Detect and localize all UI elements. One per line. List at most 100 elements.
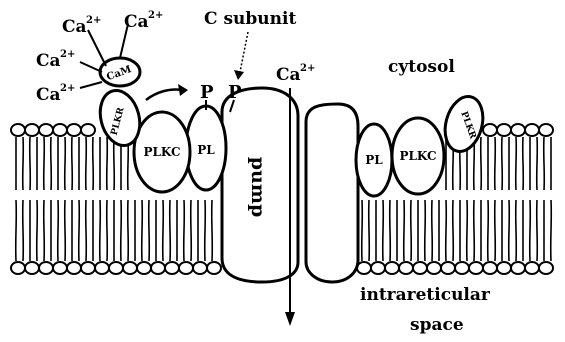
lipid-tail [100, 200, 101, 261]
lipid-tail [65, 137, 66, 190]
cytosol-label: cytosol [388, 57, 455, 77]
calcium-ion-2: Ca 2+ [124, 10, 163, 32]
phosphorylation-arrow [146, 84, 188, 100]
lipid-head [39, 124, 53, 136]
right-complex: PL PLKC PLKR [356, 92, 489, 196]
lipid-tail [502, 137, 503, 190]
lipid-tail [149, 200, 150, 261]
svg-text:Ca: Ca [124, 12, 149, 32]
lipid-tail [537, 137, 538, 190]
pl-left-label: PL [197, 143, 215, 157]
lipid-head [179, 262, 193, 274]
lipid-head [399, 262, 413, 274]
lipid-tail [488, 200, 489, 261]
plkc-right-label: PLKC [399, 149, 436, 163]
lipid-tail [23, 200, 24, 261]
lipid-tail [44, 137, 45, 190]
phosphate-label-1: P [200, 82, 214, 103]
lipid-head [441, 262, 455, 274]
lipid-head [207, 262, 221, 274]
lipid-head [123, 262, 137, 274]
lipid-tail [16, 200, 17, 261]
lipid-tail [44, 200, 45, 261]
lipid-tail [544, 137, 545, 190]
lipid-tail [516, 200, 517, 261]
pump-right [306, 104, 358, 282]
lipid-head [483, 262, 497, 274]
lipid-tail [121, 200, 122, 261]
phosphate-label-2: P [228, 82, 242, 103]
svg-text:Ca: Ca [36, 85, 61, 105]
plkc-left-label: PLKC [143, 145, 180, 159]
lipid-head [67, 124, 81, 136]
lipid-tail [191, 200, 192, 261]
lipid-head [469, 262, 483, 274]
lipid-tail [446, 200, 447, 261]
lipid-tail [495, 200, 496, 261]
lipid-tail [537, 200, 538, 261]
calcium-ion-3: Ca 2+ [36, 49, 75, 71]
lipid-head [11, 262, 25, 274]
lipid-tail [551, 200, 552, 261]
lipid-tail [114, 137, 115, 190]
lipid-tail [184, 200, 185, 261]
lipid-heads-top-right [483, 124, 553, 136]
lipid-tail [425, 200, 426, 261]
lipid-head [151, 262, 165, 274]
c-subunit-label: C subunit [204, 9, 296, 29]
lipid-head [371, 262, 385, 274]
lipid-head [385, 262, 399, 274]
lipid-head [95, 262, 109, 274]
calcium-ion-4: Ca 2+ [36, 83, 75, 105]
lipid-tail [170, 200, 171, 261]
lipid-head [165, 262, 179, 274]
calcium-ion-1: Ca 2+ [62, 15, 101, 37]
svg-text:Ca: Ca [276, 65, 301, 85]
lipid-head [109, 262, 123, 274]
lipid-tail [369, 200, 370, 261]
lipid-head [525, 124, 539, 136]
lipid-tail [128, 200, 129, 261]
lipid-tail [30, 137, 31, 190]
intrareticular-label-line1: intrareticular [360, 285, 491, 305]
lipid-tail [79, 200, 80, 261]
lipid-tail [72, 137, 73, 190]
lipid-tail [58, 200, 59, 261]
lipid-tail [404, 200, 405, 261]
lipid-head [497, 124, 511, 136]
lipid-tail [205, 200, 206, 261]
lipid-head [455, 262, 469, 274]
lipid-head [53, 124, 67, 136]
lipid-head [413, 262, 427, 274]
lipid-tail [516, 137, 517, 190]
pump-left: pump [222, 88, 298, 282]
calcium-flow-label: Ca 2+ [276, 63, 315, 85]
lipid-head [511, 124, 525, 136]
lipid-head [525, 262, 539, 274]
lipid-head [67, 262, 81, 274]
pump-label: pump [247, 157, 269, 218]
lipid-tail [23, 137, 24, 190]
lipid-tail [467, 200, 468, 261]
lipid-tail [86, 137, 87, 190]
lipid-head [25, 124, 39, 136]
pl-right-label: PL [365, 153, 383, 167]
lipid-head [539, 124, 553, 136]
lipid-head [81, 262, 95, 274]
lipid-tail [390, 200, 391, 261]
svg-text:2+: 2+ [86, 15, 101, 26]
lipid-tail [509, 200, 510, 261]
svg-text:2+: 2+ [300, 63, 315, 74]
lipid-head [137, 262, 151, 274]
lipid-tail [411, 200, 412, 261]
c-subunit-arrow [234, 32, 248, 80]
lipid-tail [474, 200, 475, 261]
lipid-head [53, 262, 67, 274]
lipid-head [81, 124, 95, 136]
svg-text:Ca: Ca [62, 17, 87, 37]
lipid-heads-top-left [11, 124, 95, 136]
lipid-tail [37, 200, 38, 261]
lipid-heads-bottom-right [357, 262, 553, 274]
lipid-tail [432, 200, 433, 261]
